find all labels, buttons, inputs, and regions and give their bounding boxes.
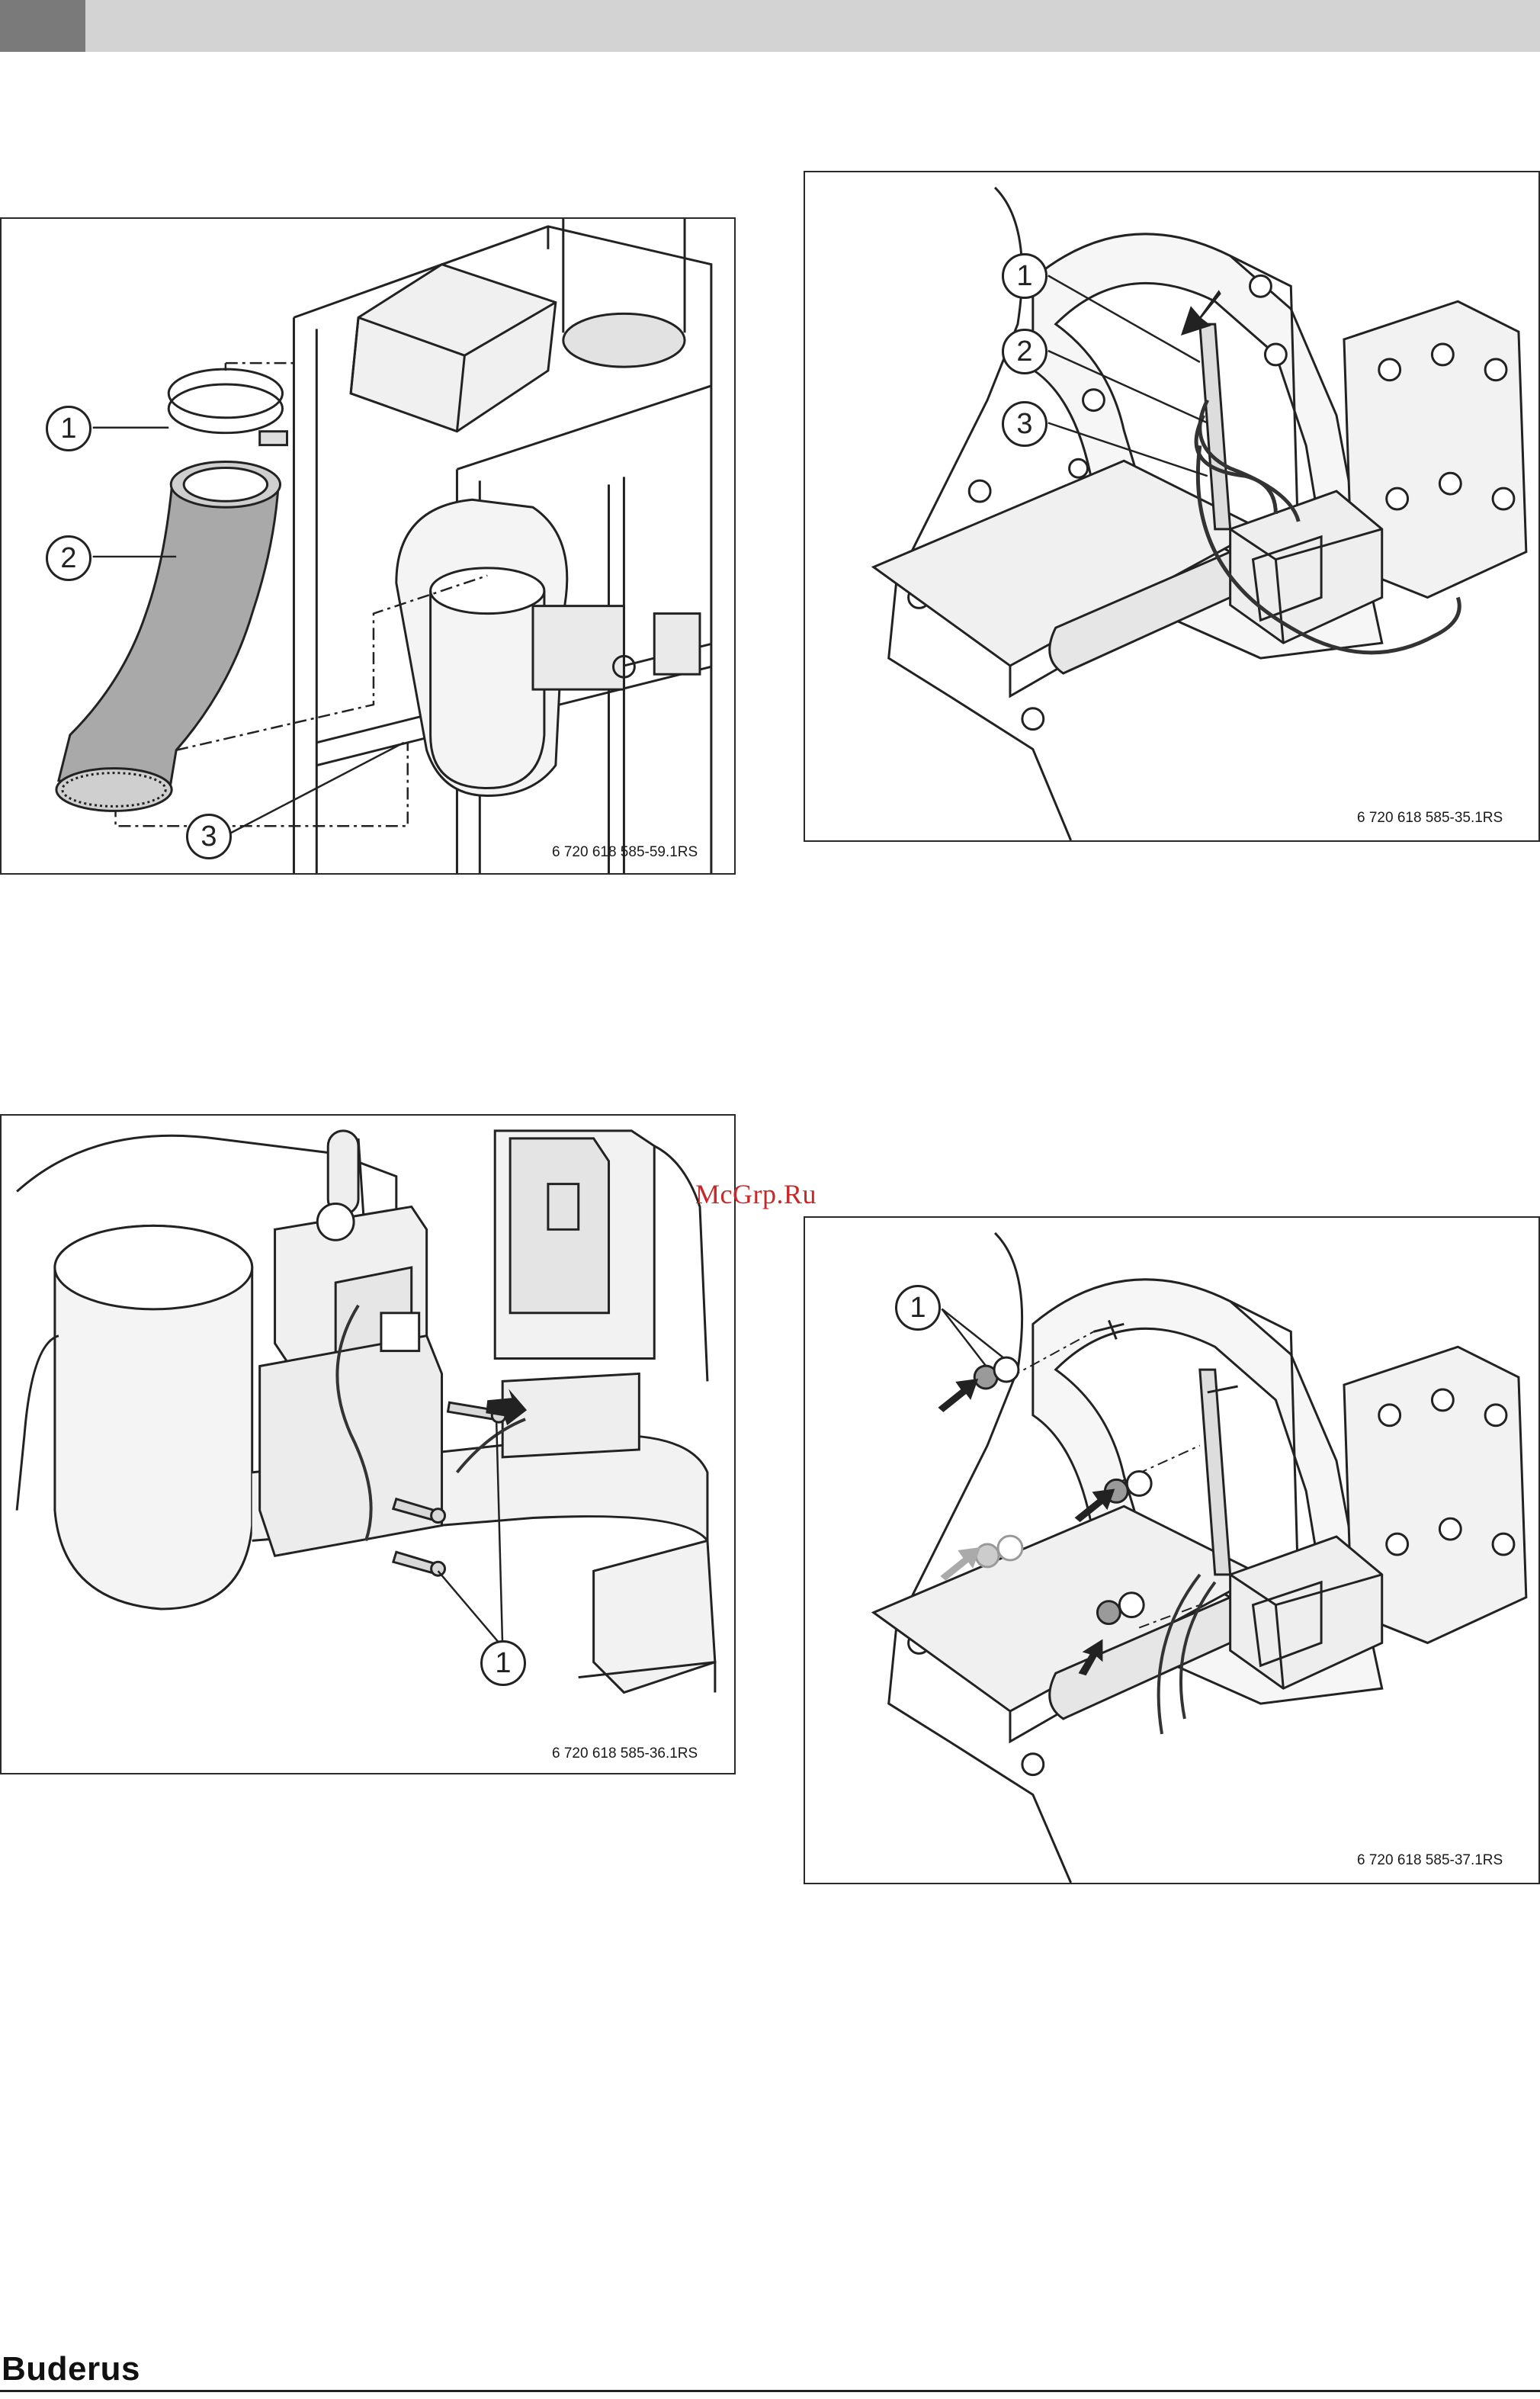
header-bar: [85, 0, 1540, 52]
air-duct-illustration: [2, 219, 734, 873]
figure-code: 6 720 618 585-37.1RS: [1357, 1852, 1503, 1869]
callout-1: 1: [1002, 253, 1048, 299]
callout-3: 3: [186, 814, 232, 859]
figure-code: 6 720 618 585-35.1RS: [1357, 810, 1503, 827]
figure-air-duct: 1 2 3 6 720 618 585-59.1RS: [0, 217, 736, 875]
figure-ignition-cables: 1 2 3 6 720 618 585-35.1RS: [804, 171, 1540, 842]
callout-1: 1: [46, 406, 91, 451]
callout-2: 2: [46, 535, 91, 581]
figure-gas-valve-bolts: 1 6 720 618 585-36.1RS: [0, 1114, 736, 1774]
figure-code: 6 720 618 585-59.1RS: [552, 844, 698, 861]
callout-1: 1: [480, 1640, 526, 1686]
callout-1: 1: [895, 1285, 941, 1331]
footer-divider: [0, 2390, 1540, 2392]
gas-valve-illustration: [2, 1116, 734, 1773]
figure-code: 6 720 618 585-36.1RS: [552, 1745, 698, 1762]
header-section-tab: [0, 0, 85, 52]
callout-2: 2: [1002, 329, 1048, 374]
callout-3: 3: [1002, 401, 1048, 447]
figure-flange-nuts: 1 6 720 618 585-37.1RS: [804, 1216, 1540, 1884]
brand-logo: Buderus: [2, 2350, 140, 2388]
ignition-cable-illustration: [805, 172, 1538, 840]
watermark: McGrp.Ru: [695, 1178, 817, 1210]
